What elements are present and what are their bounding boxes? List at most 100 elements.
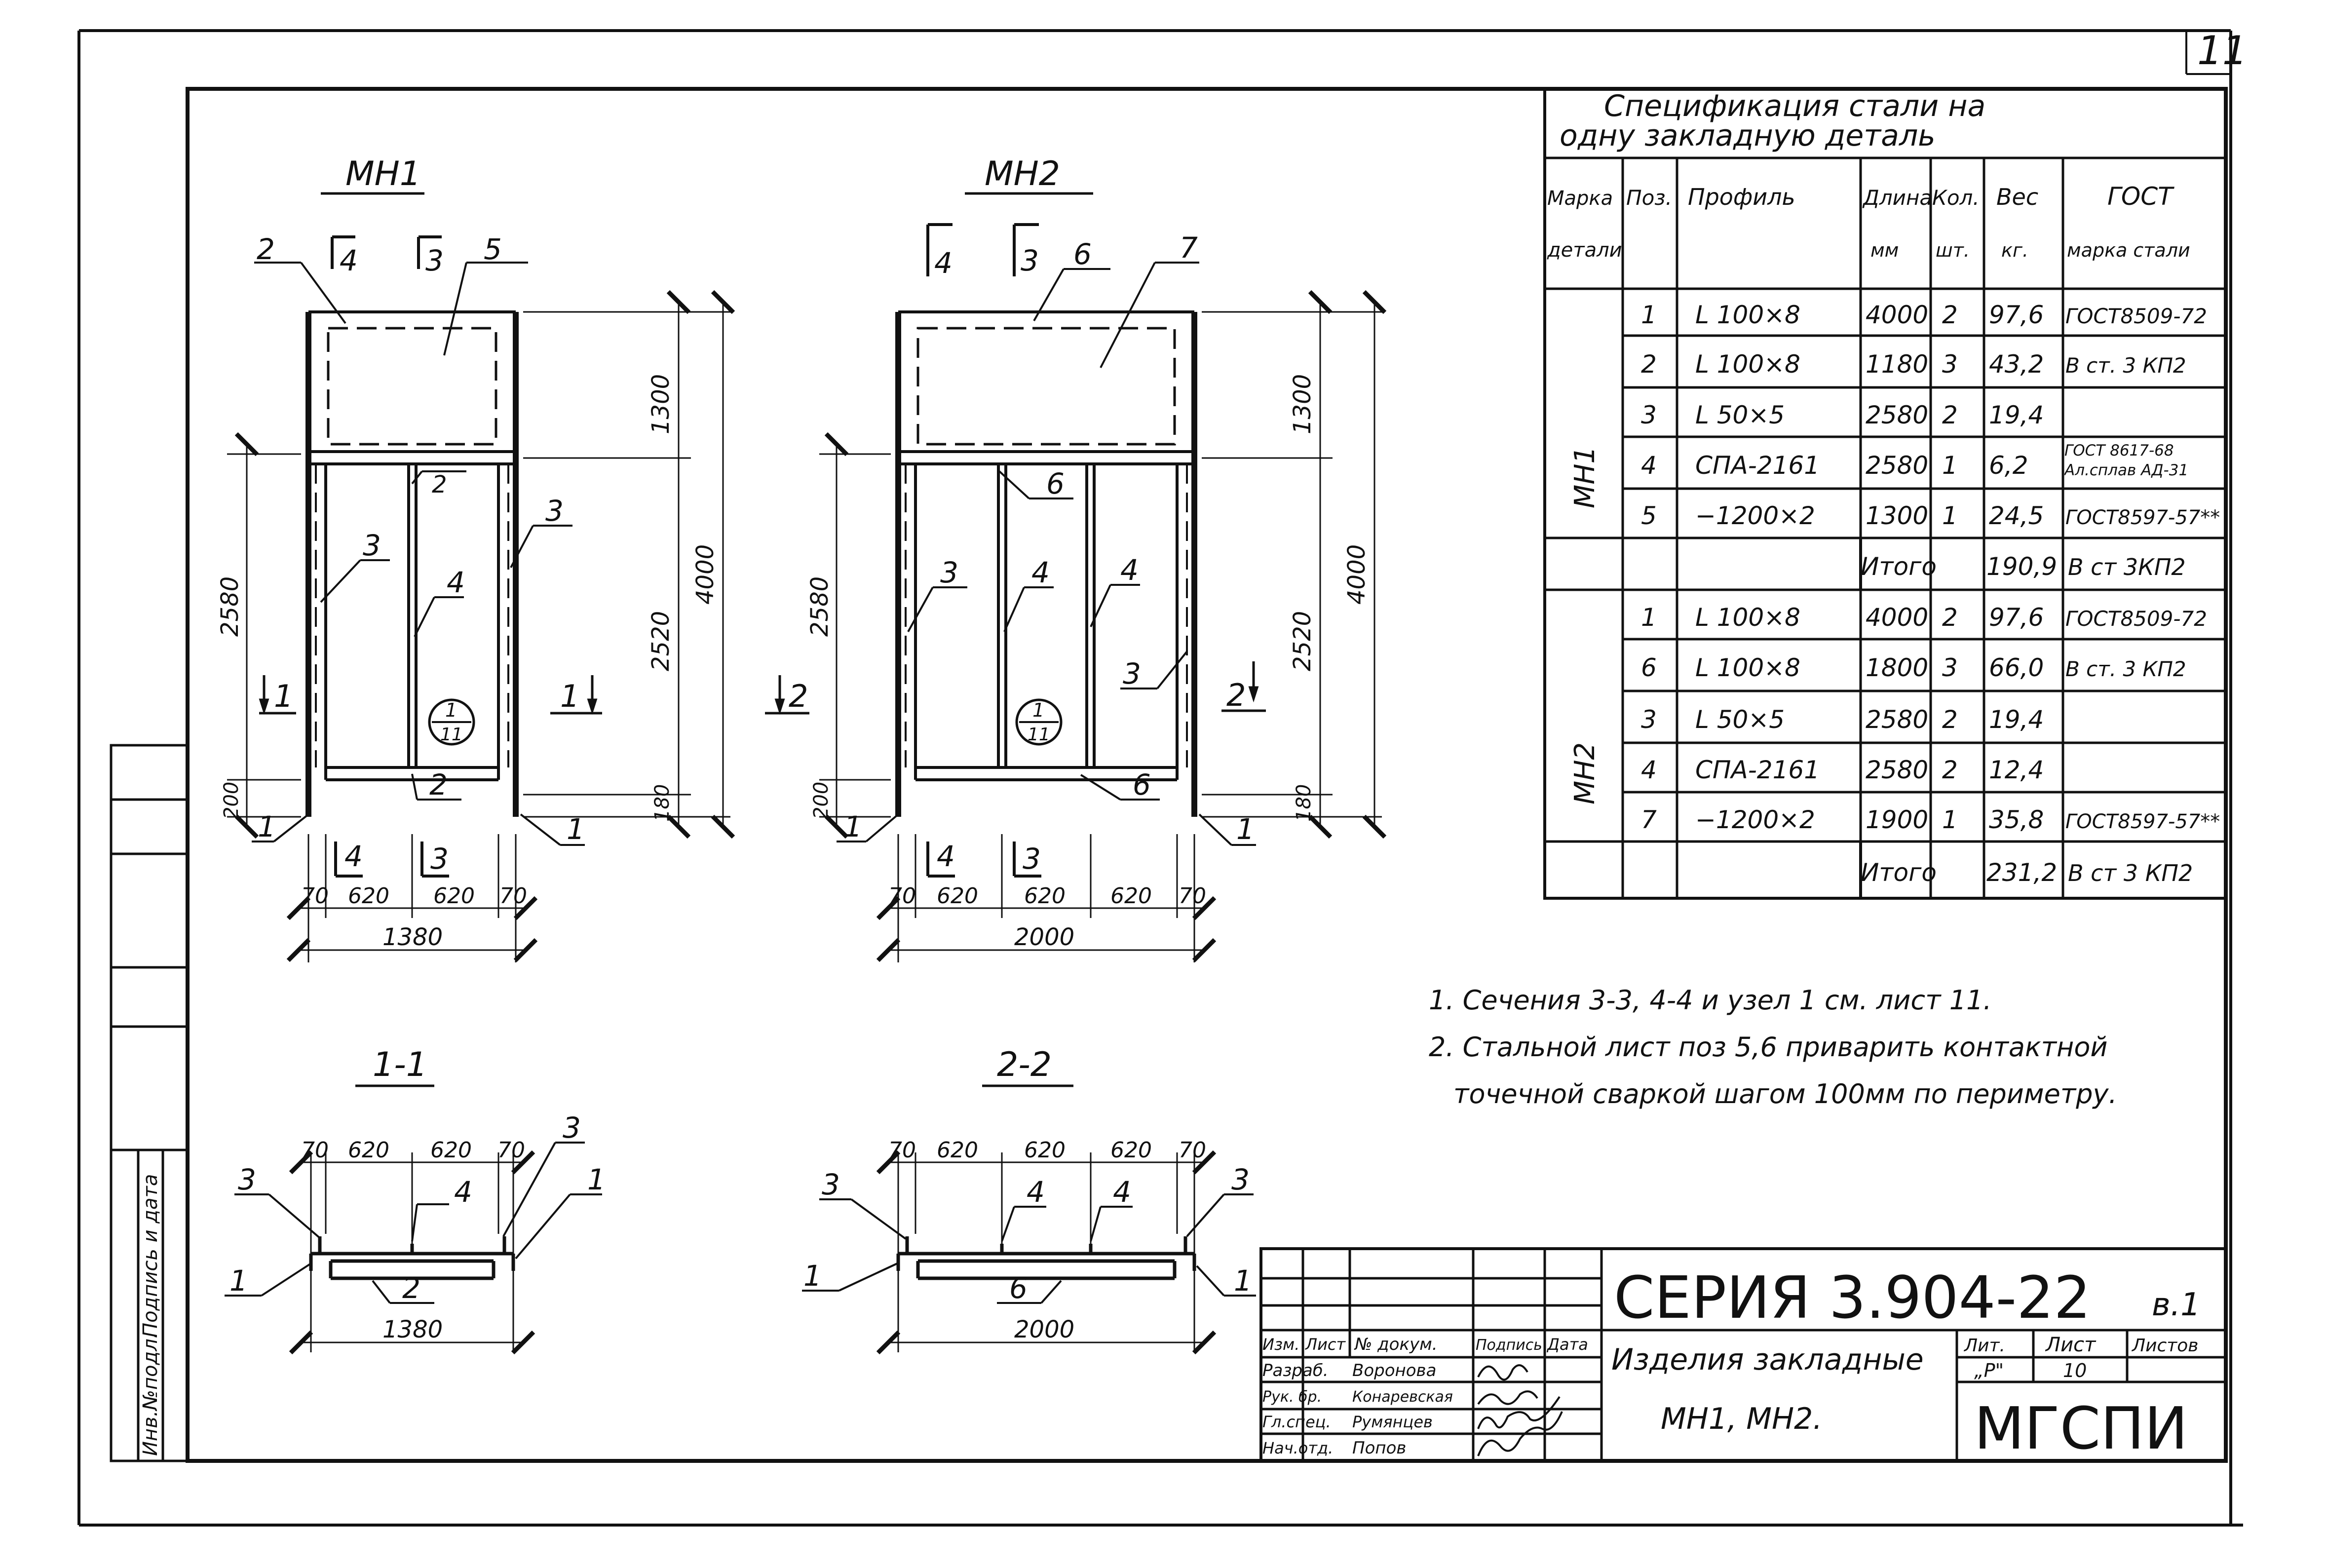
spec-cell-pos: 2 [1641,350,1657,379]
node-mark-bottom: 11 [440,725,463,745]
mn1-sec-mark-3-bottom: 3 [430,842,449,876]
mn2-dim-620-b: 620 [1024,883,1066,909]
spec-title-line2: одну закладную деталь [1560,118,1936,153]
spec-cell-qty: 3 [1942,350,1958,379]
tb-signer-row: Нач.отд. Попов [1262,1438,1406,1458]
spec-total-label: Итого [1861,858,1937,887]
spec-hdr-length-unit: мм [1870,239,1899,261]
spec-cell-pos: 4 [1641,756,1657,784]
spec-hdr-gost: ГОСТ [2107,182,2174,211]
spec-total-row: Итого 231,2 В ст 3 КП2 [1861,858,2193,887]
mn2-sec-mark-4-top: 4 [934,246,953,280]
spec-cell-profile: L 100×8 [1695,350,1800,379]
mn2-node-mark-bottom: 11 [1028,725,1050,745]
spec-cell-length: 1180 [1866,350,1928,379]
s22-dim-620-b: 620 [1024,1138,1066,1163]
mn2-cut-mark-right: 2 [1226,677,1246,713]
spec-row: 3 L 50×5 2580 2 19,4 [1641,401,2044,429]
spec-cell-gost: ГОСТ8597-57** [2065,810,2220,833]
mn1-dim-620-b: 620 [433,883,475,909]
mn2-dim-180: 180 [1293,784,1315,822]
tb-role: Рук. бр. [1262,1388,1322,1406]
spec-cell-profile: СПА-2161 [1695,451,1820,480]
spec-cell-pos: 6 [1641,653,1657,682]
tb-name: Воронова [1352,1361,1436,1380]
spec-total-weight: 231,2 [1986,858,2057,887]
spec-hdr-qty-unit: шт. [1936,239,1970,261]
mn2-dim-620-a: 620 [937,883,978,909]
mn1-dim-70-left: 70 [301,883,329,909]
spec-cell-qty: 2 [1942,756,1958,784]
mn2-sec-mark-3-top: 3 [1021,244,1039,277]
spec-cell-qty: 1 [1942,501,1958,530]
spec-cell-gost: ГОСТ 8617-68 Ал.сплав АД-31 [2064,442,2189,479]
s22-dim-620-c: 620 [1110,1138,1152,1163]
spec-cell-weight: 6,2 [1989,451,2028,480]
org-name: МГСПИ [1974,1394,2188,1462]
view-mn2: МН2 1 11 [765,154,1387,962]
mn1-callout-2-top: 2 [257,232,275,266]
spec-cell-profile: СПА-2161 [1695,756,1820,784]
sheet-number: 11 [2197,28,2248,74]
mn1-dim-total: 1380 [382,923,443,951]
sheets-label: Листов [2131,1336,2198,1356]
spec-row: 4 СПА-2161 2580 1 6,2 ГОСТ 8617-68 Ал.сп… [1641,442,2189,480]
tb-name: Попов [1352,1438,1406,1458]
mn1-callout-5: 5 [484,232,502,266]
spec-cell-length: 2580 [1866,705,1928,734]
spec-cell-weight: 19,4 [1989,705,2044,734]
s22-callout-6: 6 [1009,1271,1028,1305]
spec-cell-profile: L 50×5 [1695,401,1785,429]
mn1-dim-200: 200 [220,782,243,819]
s22-dim-total: 2000 [1014,1316,1074,1343]
spec-cell-weight: 19,4 [1989,401,2044,429]
spec-cell-weight: 12,4 [1989,756,2044,784]
spec-cell-qty: 2 [1942,301,1958,329]
spec-cell-profile: L 100×8 [1695,603,1800,632]
s11-callout-3-right: 3 [563,1111,581,1145]
spec-cell-pos: 1 [1641,603,1657,632]
tb-signer-row: Рук. бр. Конаревская [1262,1388,1453,1406]
mn2-callout-6-bottom: 6 [1133,768,1151,802]
spec-hdr-weight-unit: кг. [2001,239,2028,261]
doc-title: Изделия закладные [1611,1342,1924,1377]
spec-cell-pos: 1 [1641,301,1657,329]
tb-name: Румянцев [1352,1413,1433,1431]
mn2-callout-4-b: 4 [1120,553,1139,587]
title-block: СЕРИЯ 3.904-22 в.1 Изделия закладные МН1… [1259,1247,2227,1462]
handwritten-signatures [1477,1364,1563,1456]
s22-callout-3-left: 3 [822,1168,840,1201]
mn1-sec-mark-4-bottom: 4 [344,840,363,873]
mn1-callout-2-mid: 2 [432,471,447,498]
s11-callout-1-left: 1 [229,1264,248,1298]
note-2: 2. Стальной лист поз 5,6 приварить конта… [1429,1032,2108,1063]
spec-hdr-pos: Поз. [1626,186,1672,210]
mn1-cut-mark-right: 1 [560,678,579,714]
mn1-dim-70-right: 70 [499,883,527,909]
node-mark-top: 1 [445,699,457,721]
mn1-dim-4000: 4000 [691,544,719,605]
mn1-dim-1300: 1300 [647,374,675,434]
tb-hdr-doc: № докум. [1354,1335,1438,1354]
s11-callout-1-right: 1 [587,1163,606,1196]
spec-cell-pos: 4 [1641,451,1657,480]
note-3: точечной сваркой шагом 100мм по периметр… [1453,1078,2117,1109]
s22-callout-1-left: 1 [803,1259,822,1293]
spec-cell-weight: 66,0 [1989,653,2044,682]
stamp-inventory: Инв.№подл. [139,1332,162,1456]
spec-cell-qty: 3 [1942,653,1958,682]
s22-callout-4-b: 4 [1113,1175,1131,1209]
spec-cell-length: 1800 [1866,653,1928,682]
spec-hdr-mark: Марка [1547,187,1613,210]
spec-cell-pos: 3 [1641,401,1657,429]
spec-cell-qty: 1 [1942,805,1958,834]
mn2-callout-6-top: 6 [1073,237,1092,271]
spec-cell-profile: −1200×2 [1695,805,1815,834]
tb-hdr-izm: Изм. [1262,1335,1299,1354]
s11-dim-70-right: 70 [497,1138,525,1163]
spec-total-weight: 190,9 [1986,552,2057,581]
mn2-sec-mark-4-bottom: 4 [937,840,955,873]
mn1-sec-mark-3-top: 3 [425,244,444,277]
tb-role: Нач.отд. [1262,1439,1333,1457]
